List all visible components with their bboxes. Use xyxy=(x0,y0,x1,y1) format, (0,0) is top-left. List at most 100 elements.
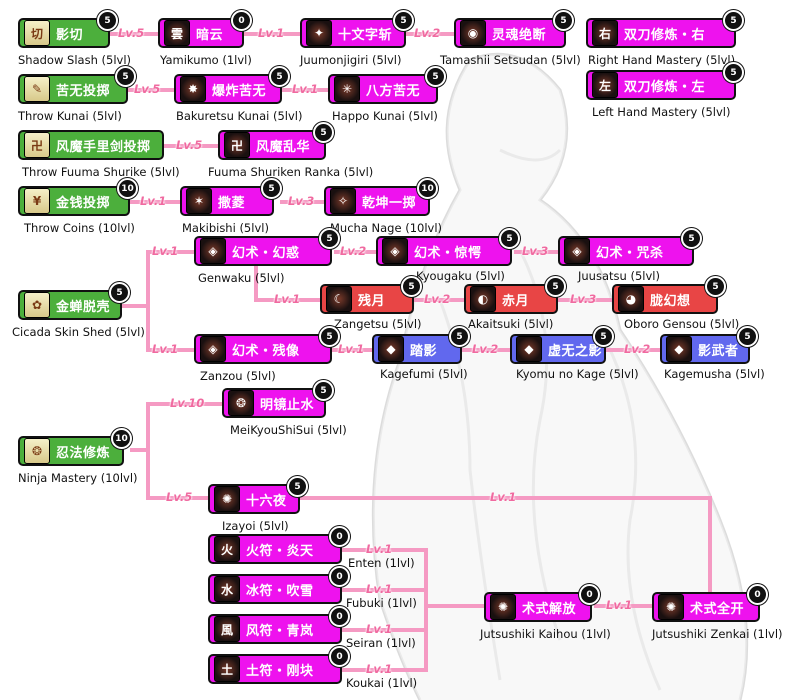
level-badge: 5 xyxy=(313,122,334,143)
level-badge: 5 xyxy=(319,228,340,249)
skill-node-yamikumo[interactable]: 雲 暗云 0 xyxy=(158,10,252,48)
skill-name: Enten (1lvl) xyxy=(348,556,415,570)
skill-icon: ◕ xyxy=(618,286,644,312)
skill-title: 踏影 xyxy=(410,343,438,359)
edge-label: Lv.5 xyxy=(118,26,145,40)
skill-name: MeiKyouShiSui (5lvl) xyxy=(230,423,347,437)
skill-name: Kagefumi (5lvl) xyxy=(380,367,468,381)
skill-node-happo-kunai[interactable]: ✳ 八方苦无 5 xyxy=(328,66,446,104)
skill-node-cicada-skin-shed[interactable]: ✿ 金蝉脱壳 5 xyxy=(18,282,130,320)
skill-node-kyougaku[interactable]: ◈ 幻术・惊愕 5 xyxy=(376,228,520,266)
level-badge: 5 xyxy=(393,10,414,31)
edge-label: Lv.2 xyxy=(340,244,367,258)
skill-name: Yamikumo (1lvl) xyxy=(160,53,252,67)
skill-name: Mucha Nage (10lvl) xyxy=(330,221,443,235)
skill-node-jutsushiki-zenkai[interactable]: ✺ 术式全开 0 xyxy=(652,584,768,622)
level-badge: 10 xyxy=(417,178,438,199)
skill-title: 幻术・咒杀 xyxy=(596,245,664,261)
level-badge: 5 xyxy=(97,10,118,31)
level-badge: 0 xyxy=(747,584,768,605)
level-badge: 5 xyxy=(681,228,702,249)
skill-node-kagemusha[interactable]: ◆ 影武者 5 xyxy=(660,326,758,364)
skill-node-kagefumi[interactable]: ◆ 踏影 5 xyxy=(372,326,470,364)
skill-node-fubuki[interactable]: 水 冰符・吹雪 0 xyxy=(208,566,350,604)
skill-node-bakuretsu-kunai[interactable]: ✸ 爆炸苦无 5 xyxy=(174,66,290,104)
skill-node-throw-kunai[interactable]: ✎ 苦无投掷 5 xyxy=(18,66,136,104)
edge-label: Lv.2 xyxy=(624,342,651,356)
skill-icon: ✧ xyxy=(330,188,356,214)
skill-name: Zangetsu (5lvl) xyxy=(334,317,422,331)
skill-icon: ❂ xyxy=(24,438,50,464)
skill-icon: 右 xyxy=(592,20,618,46)
skill-name: Juusatsu (5lvl) xyxy=(578,269,660,283)
skill-icon: ◆ xyxy=(666,336,692,362)
skill-node-koukai[interactable]: 土 土符・刚块 0 xyxy=(208,646,350,684)
skill-node-fuuma-ranka[interactable]: 卍 风魔乱华 5 xyxy=(218,122,334,160)
skill-name: Seiran (1lvl) xyxy=(346,636,416,650)
level-badge: 5 xyxy=(261,178,282,199)
skill-icon: ✦ xyxy=(306,20,332,46)
skill-icon: ◉ xyxy=(460,20,486,46)
skill-icon: ✸ xyxy=(180,76,206,102)
skill-name: Oboro Gensou (5lvl) xyxy=(624,317,740,331)
skill-node-juumonjigiri[interactable]: ✦ 十文字斩 5 xyxy=(300,10,414,48)
level-badge: 0 xyxy=(329,526,350,547)
skill-node-mucha-nage[interactable]: ✧ 乾坤一掷 10 xyxy=(324,178,438,216)
level-badge: 5 xyxy=(723,10,744,31)
skill-node-genwaku[interactable]: ◈ 幻术・幻惑 5 xyxy=(194,228,340,266)
skill-node-throw-fuuma-shurike[interactable]: 卍 风魔手里剑投掷 xyxy=(18,130,164,160)
skill-node-ninja-mastery[interactable]: ❂ 忍法修炼 10 xyxy=(18,428,132,466)
skill-name: Jutsushiki Zenkai (1lvl) xyxy=(652,627,783,641)
level-badge: 0 xyxy=(579,584,600,605)
skill-title: 金蝉脱壳 xyxy=(56,299,111,315)
skill-node-seiran[interactable]: 風 风符・青岚 0 xyxy=(208,606,350,644)
skill-node-juusatsu[interactable]: ◈ 幻术・咒杀 5 xyxy=(558,228,702,266)
skill-icon: ✎ xyxy=(24,76,50,102)
skill-node-throw-coins[interactable]: ¥ 金钱投掷 10 xyxy=(18,178,138,216)
skill-name: Ninja Mastery (10lvl) xyxy=(18,471,138,485)
skill-icon: ✿ xyxy=(24,292,50,318)
edge-label: Lv.5 xyxy=(166,490,193,504)
level-badge: 5 xyxy=(287,476,308,497)
skill-node-kyomu-no-kage[interactable]: ◆ 虚无之影 5 xyxy=(510,326,614,364)
level-badge: 5 xyxy=(553,10,574,31)
skill-node-oboro-gensou[interactable]: ◕ 胧幻想 5 xyxy=(612,276,726,314)
skill-name: Cicada Skin Shed (5lvl) xyxy=(12,325,145,339)
level-badge: 5 xyxy=(499,228,520,249)
edge-label: Lv.2 xyxy=(414,26,441,40)
skill-node-meikyoushisui[interactable]: ❂ 明镜止水 5 xyxy=(222,380,334,418)
skill-title: 术式解放 xyxy=(522,601,577,617)
skill-node-makibishi[interactable]: ✶ 撒菱 5 xyxy=(180,178,282,216)
skill-title: 十文字斩 xyxy=(338,27,393,43)
skill-title: 风符・青岚 xyxy=(246,623,314,639)
level-badge: 5 xyxy=(737,326,758,347)
skill-title: 幻术・幻惑 xyxy=(232,245,300,261)
skill-title: 胧幻想 xyxy=(650,293,691,309)
skill-title: 土符・刚块 xyxy=(246,663,314,679)
level-badge: 5 xyxy=(319,326,340,347)
skill-title: 风魔手里剑投掷 xyxy=(56,139,151,155)
skill-node-izayoi[interactable]: ✺ 十六夜 5 xyxy=(208,476,308,514)
skill-name: Kyougaku (5lvl) xyxy=(416,269,505,283)
skill-node-enten[interactable]: 火 火符・炎天 0 xyxy=(208,526,350,564)
skill-name: Throw Kunai (5lvl) xyxy=(18,109,122,123)
skill-node-akaitsuki[interactable]: ◐ 赤月 5 xyxy=(464,276,566,314)
skill-icon: ¥ xyxy=(24,188,50,214)
skill-name: Right Hand Mastery (5lvl) xyxy=(588,53,736,67)
skill-node-tamashii-setsudan[interactable]: ◉ 灵魂绝断 5 xyxy=(454,10,574,48)
skill-title: 赤月 xyxy=(502,293,530,309)
skill-title: 暗云 xyxy=(196,27,224,43)
skill-icon: ☾ xyxy=(326,286,352,312)
skill-title: 残月 xyxy=(358,293,386,309)
skill-name: Izayoi (5lvl) xyxy=(222,519,289,533)
skill-node-zanzou[interactable]: ◈ 幻术・残像 5 xyxy=(194,326,340,364)
skill-title: 撒菱 xyxy=(218,195,246,211)
skill-name: Genwaku (5lvl) xyxy=(198,271,285,285)
level-badge: 5 xyxy=(545,276,566,297)
skill-node-zangetsu[interactable]: ☾ 残月 5 xyxy=(320,276,422,314)
skill-node-right-hand-mastery[interactable]: 右 双刀修炼・右 5 xyxy=(586,10,744,48)
skill-node-shadow-slash[interactable]: 切 影切 5 xyxy=(18,10,118,48)
skill-node-left-hand-mastery[interactable]: 左 双刀修炼・左 5 xyxy=(586,62,744,100)
skill-node-jutsushiki-kaihou[interactable]: ✺ 术式解放 0 xyxy=(484,584,600,622)
